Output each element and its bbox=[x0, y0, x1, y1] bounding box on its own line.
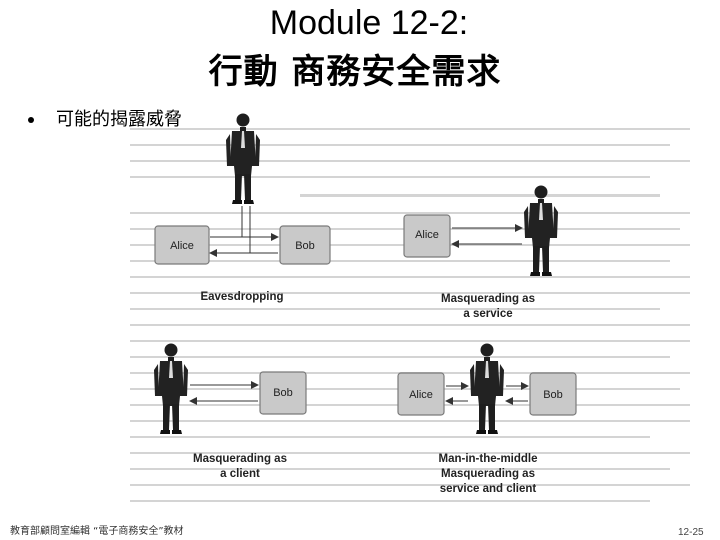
alice-label-eavesdropping: Alice bbox=[170, 240, 194, 252]
caption-mitm-line3: service and client bbox=[440, 483, 537, 495]
bob-label-mitm: Bob bbox=[543, 389, 563, 401]
eavesdropper-person-icon bbox=[226, 114, 260, 205]
caption-eavesdropping: Eavesdropping bbox=[200, 291, 283, 303]
alice-label-mitm: Alice bbox=[409, 389, 433, 401]
background-text bbox=[130, 128, 690, 502]
caption-service-line1: Masquerading as bbox=[441, 293, 535, 305]
alice-label-service: Alice bbox=[415, 229, 439, 241]
caption-service-line2: a service bbox=[463, 308, 512, 320]
impostor-service-person-icon bbox=[524, 186, 558, 277]
caption-mitm-line1: Man-in-the-middle bbox=[438, 453, 537, 465]
caption-mitm-line2: Masquerading as bbox=[441, 468, 535, 480]
caption-client-line1: Masquerading as bbox=[193, 453, 287, 465]
footer-credit: 教育部顧問室編輯 “電子商務安全”教材 bbox=[10, 522, 184, 537]
caption-client-line2: a client bbox=[220, 468, 260, 480]
page-number: 12-25 bbox=[678, 527, 704, 538]
bob-label-client: Bob bbox=[273, 387, 293, 399]
bob-label-eavesdropping: Bob bbox=[295, 240, 315, 252]
